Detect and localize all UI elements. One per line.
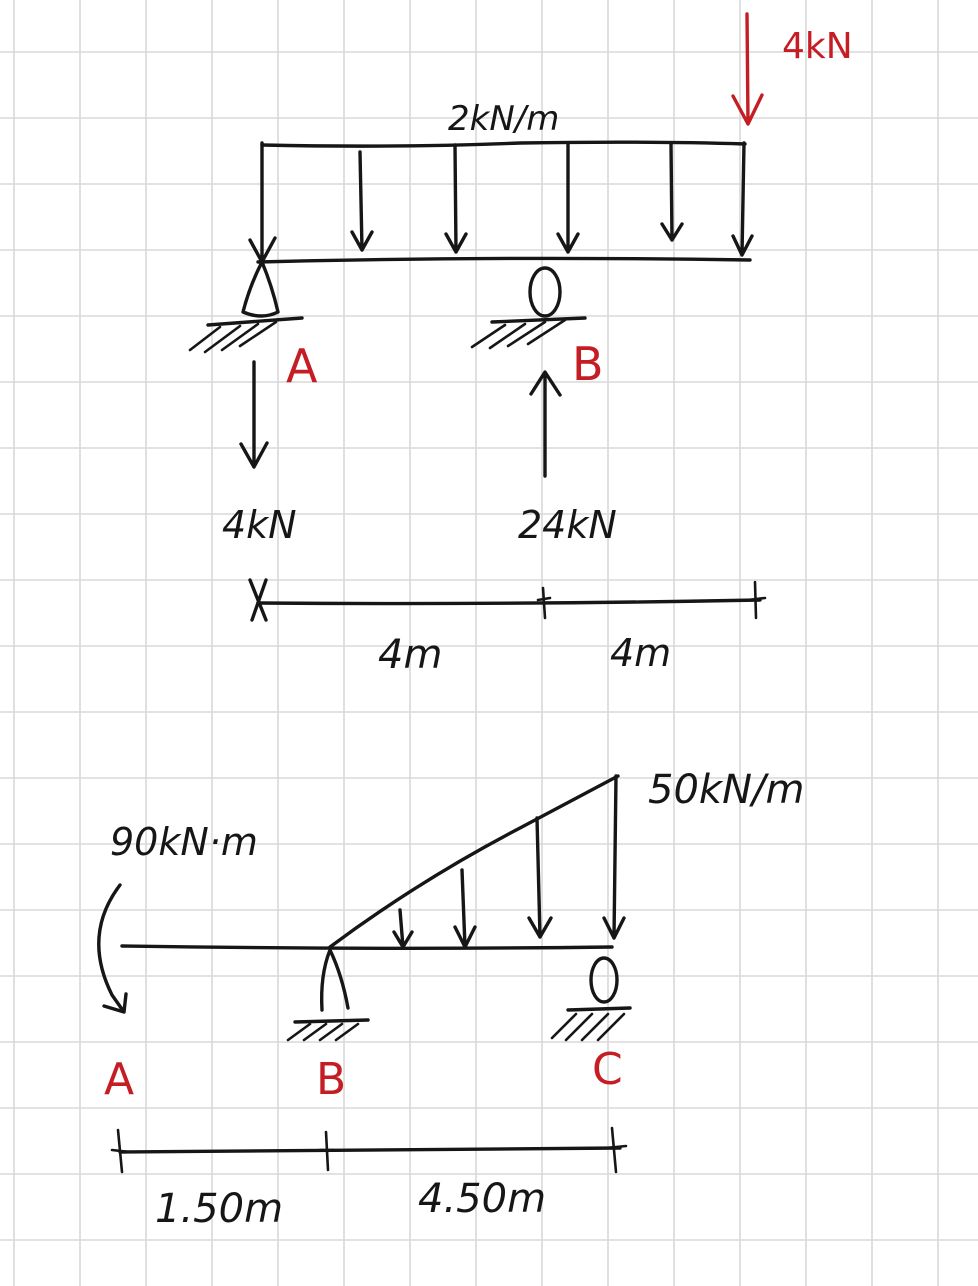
beam2-max-load-label: 50kN/m <box>648 767 804 813</box>
beam1-support-a-label: A <box>286 339 318 393</box>
beam1-support-b-label: B <box>572 337 604 391</box>
beam1-load-arrow <box>248 141 277 264</box>
beam2-roller-support-c <box>550 956 632 1042</box>
beam2-load-arrows <box>392 774 626 949</box>
beam2-load-arrow <box>453 868 477 949</box>
beam1-load-arrow <box>660 142 684 242</box>
beam1-beam <box>256 256 752 264</box>
beam2-span-bc-label: 4.50m <box>418 1176 546 1222</box>
beam1-dimension-line <box>248 578 767 622</box>
beam1-pin-support-a <box>188 260 304 354</box>
beam1-roller-support-b <box>470 266 587 350</box>
beam2-support-b-label: B <box>316 1054 346 1105</box>
beam1-distributed-load-label: 2kN/m <box>448 99 559 139</box>
beam2-pin-support-b <box>286 948 370 1042</box>
beam2-load-envelope <box>328 774 620 949</box>
beam1-load-arrow <box>731 141 754 257</box>
beam2-moment-arrow <box>97 883 128 1014</box>
beam2-support-c-label: C <box>592 1044 623 1095</box>
beam1-load-arrow <box>350 150 374 252</box>
beam1-point-load-label: 4kN <box>782 26 853 67</box>
beam1-diagram: 4kN 2kN/m A B 4kN 24kN 4m 4m <box>188 12 853 678</box>
beam1-reaction-a-label: 4kN <box>222 503 297 547</box>
beam2-load-arrow <box>527 816 553 939</box>
beam1-reaction-b-label: 24kN <box>518 503 617 547</box>
beam2-point-a-label: A <box>104 1054 134 1105</box>
beam2-dimension-line <box>110 1126 628 1174</box>
beam1-load-arrows <box>248 141 754 264</box>
beam1-span-ab-label: 4m <box>378 632 442 678</box>
beam1-reaction-a-arrow <box>239 360 269 469</box>
beam2-beam <box>120 944 614 950</box>
beam2-diagram: 50kN/m 90kN·m A B C <box>97 767 804 1232</box>
beam2-span-ab-label: 1.50m <box>155 1186 283 1232</box>
beam1-load-envelope <box>260 140 747 148</box>
beam1-load-arrow <box>444 143 468 254</box>
beam1-load-arrow <box>556 142 580 254</box>
beam2-moment-label: 90kN·m <box>110 820 258 864</box>
beam1-reaction-b-arrow <box>529 370 562 478</box>
beam1-span-overhang-label: 4m <box>610 631 671 675</box>
beam2-load-arrow <box>602 774 626 940</box>
beam1-point-load-arrow <box>731 12 764 126</box>
